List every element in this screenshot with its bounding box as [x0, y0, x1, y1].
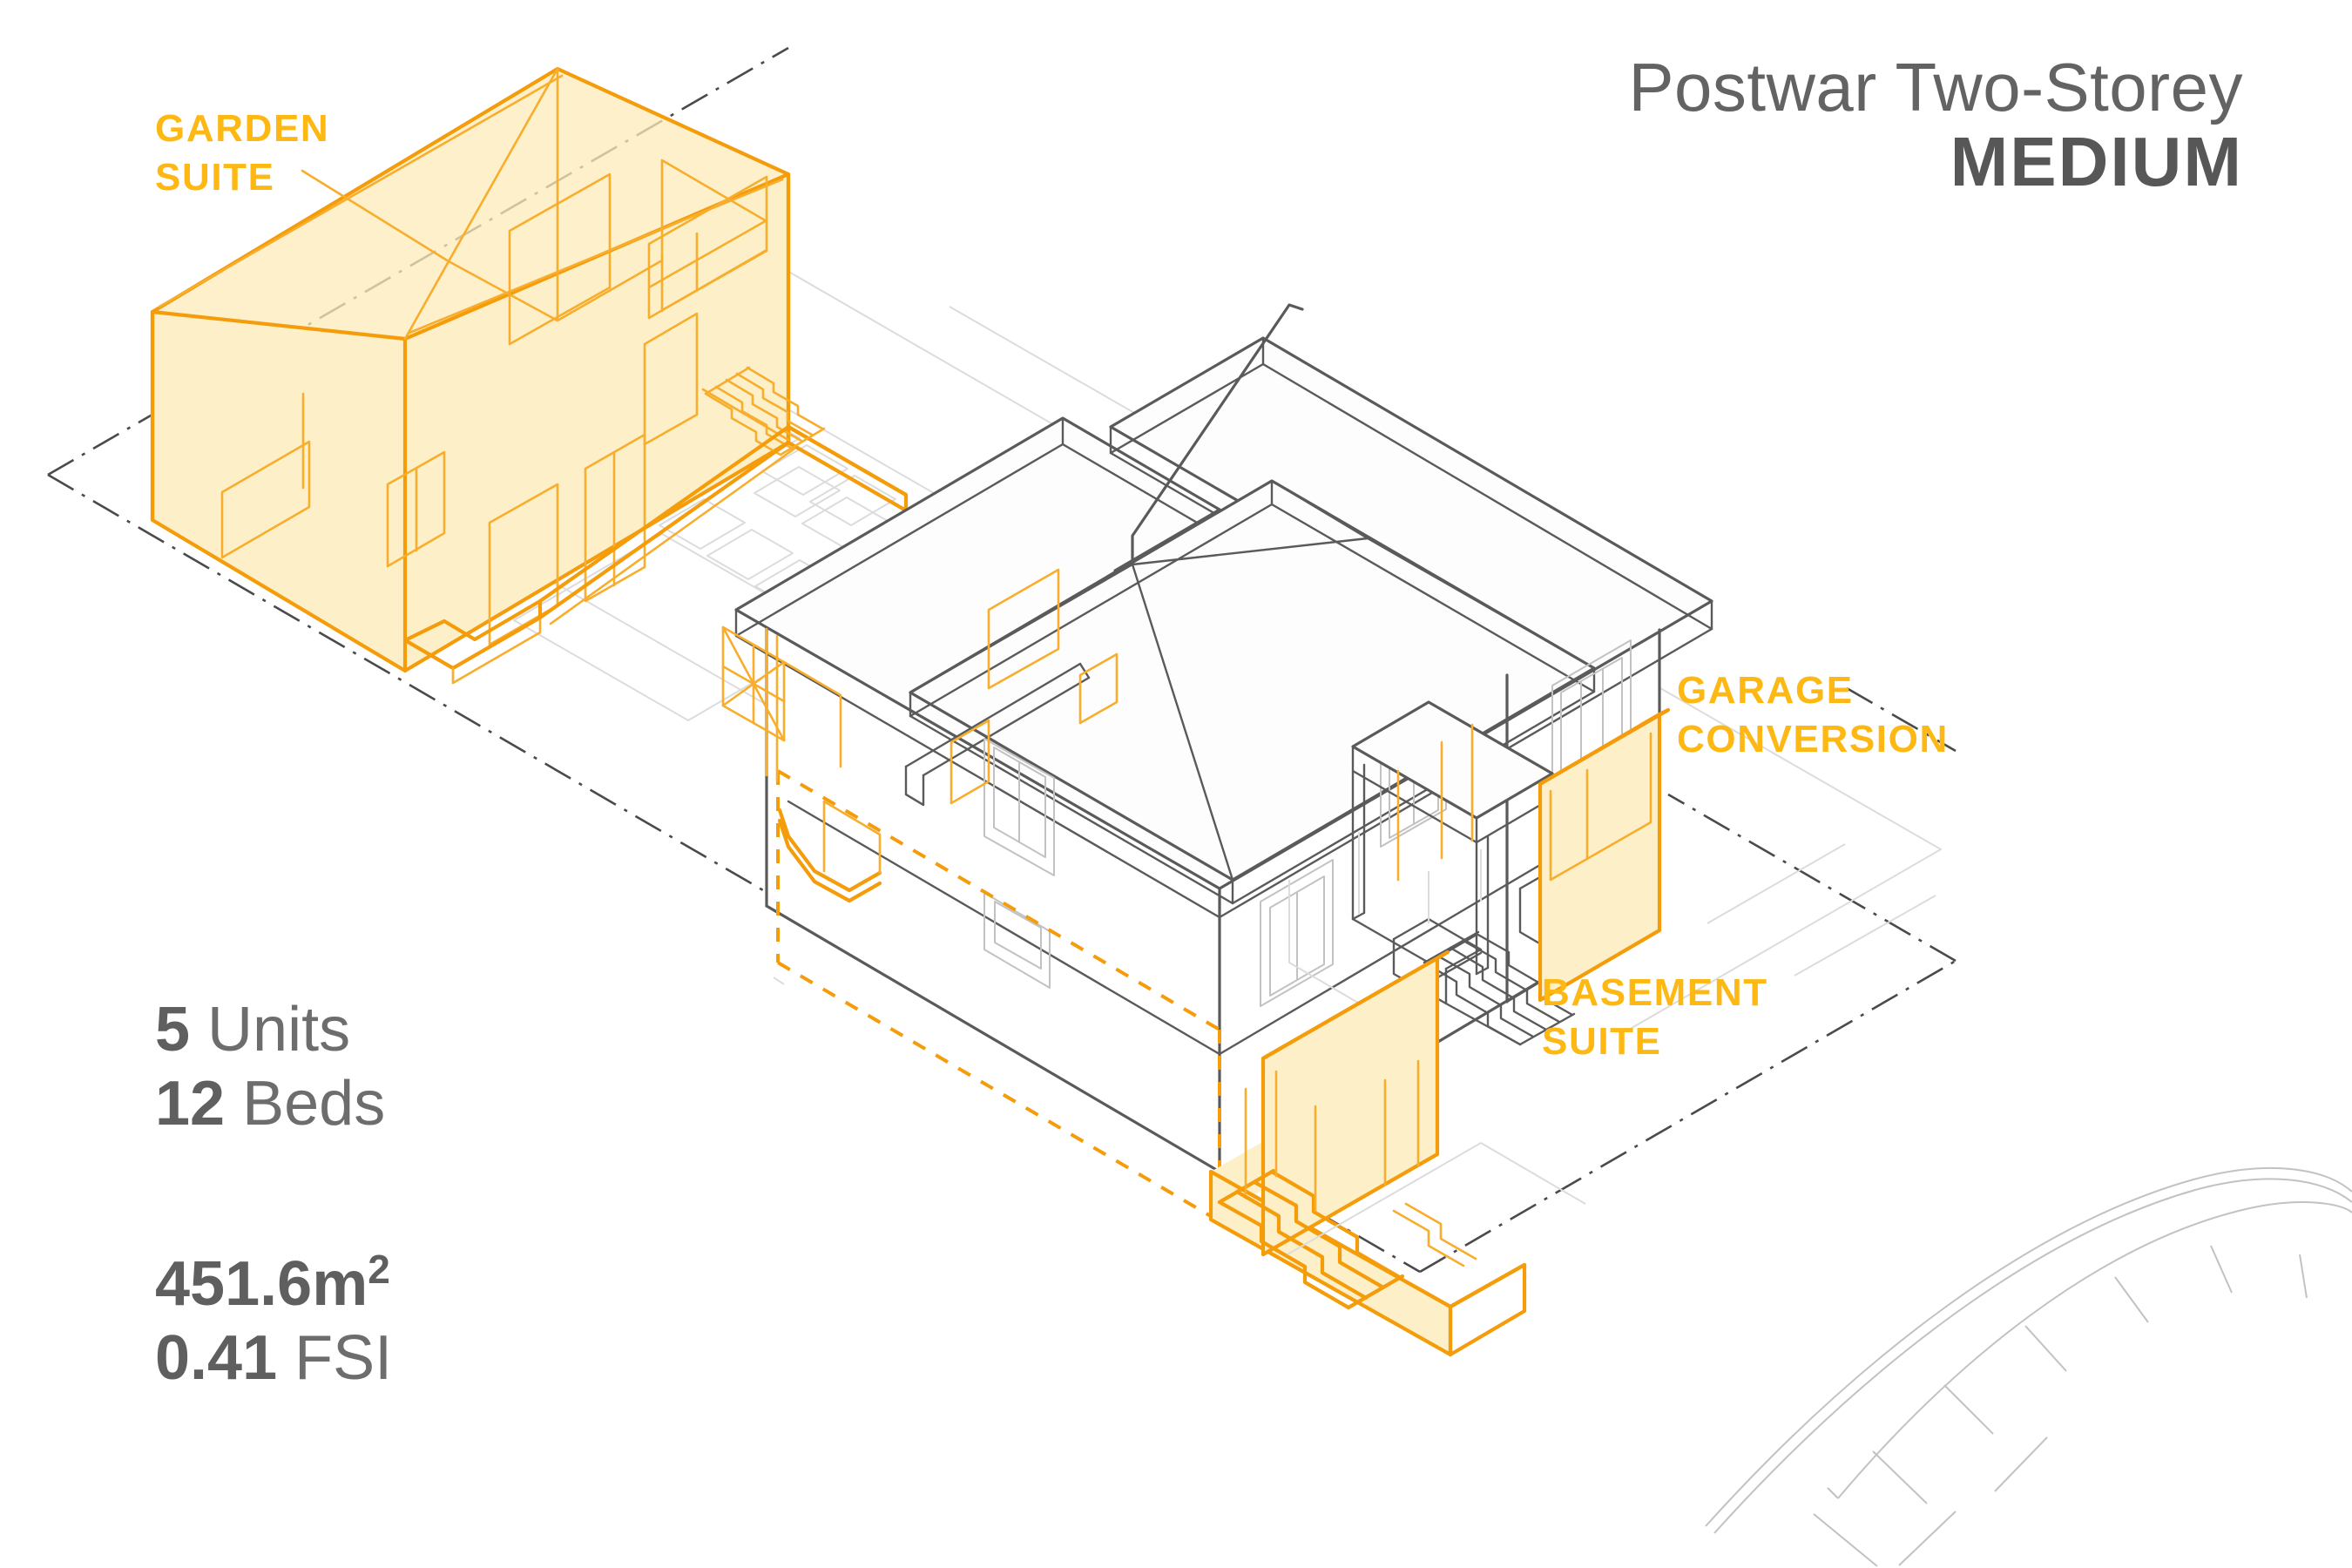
callout-basement-suite-line2: SUITE: [1542, 1020, 1662, 1064]
page-title: Postwar Two-Storey: [1628, 49, 2243, 125]
callout-garden-suite-line2: SUITE: [155, 156, 275, 199]
garden-suite[interactable]: [150, 66, 909, 685]
stat-area-value: 451.6: [155, 1249, 313, 1319]
site-paving: [513, 263, 1942, 1031]
stat-beds-value: 12: [155, 1068, 226, 1139]
stat-beds: 12 Beds: [155, 1067, 385, 1141]
callout-garden-suite-line1: GARDEN: [155, 107, 330, 150]
stat-fsi: 0.41 FSI: [155, 1321, 392, 1396]
page-subtitle: MEDIUM: [1950, 123, 2243, 201]
garage-conversion[interactable]: [1538, 707, 1671, 1003]
callout-garage-conversion-line2: CONVERSION: [1677, 718, 1949, 761]
basement-suite[interactable]: [1208, 950, 1527, 1357]
stat-units-value: 5: [155, 995, 191, 1064]
stat-units: 5 Units: [155, 993, 385, 1067]
stat-area: 451.6m2: [155, 1247, 392, 1321]
stat-fsi-label: FSI: [277, 1322, 393, 1393]
title-block: Postwar Two-Storey MEDIUM: [1628, 49, 2243, 201]
street-sidewalk-curve: [1705, 1166, 2352, 1567]
callout-basement-suite: BASEMENT SUITE: [1542, 969, 1768, 1067]
main-house[interactable]: [721, 301, 1713, 1357]
stat-area-unit-exponent: 2: [368, 1247, 390, 1292]
stats-area-fsi: 451.6m2 0.41 FSI: [155, 1247, 392, 1396]
stat-fsi-value: 0.41: [155, 1322, 278, 1393]
callout-garage-conversion: GARAGE CONVERSION: [1677, 666, 1949, 765]
stat-units-label: Units: [190, 995, 351, 1064]
callout-garden-suite: GARDEN SUITE: [155, 105, 329, 203]
callout-garage-conversion-line1: GARAGE: [1677, 669, 1854, 712]
stat-area-unit: m: [312, 1249, 368, 1319]
stats-units-beds: 5 Units 12 Beds: [155, 993, 385, 1141]
callout-basement-suite-line1: BASEMENT: [1542, 971, 1768, 1014]
stat-beds-label: Beds: [225, 1068, 386, 1139]
upper-left-lightwell: [721, 625, 842, 768]
basement-window-well: [777, 800, 882, 903]
left-facade-windows: [983, 738, 1055, 989]
